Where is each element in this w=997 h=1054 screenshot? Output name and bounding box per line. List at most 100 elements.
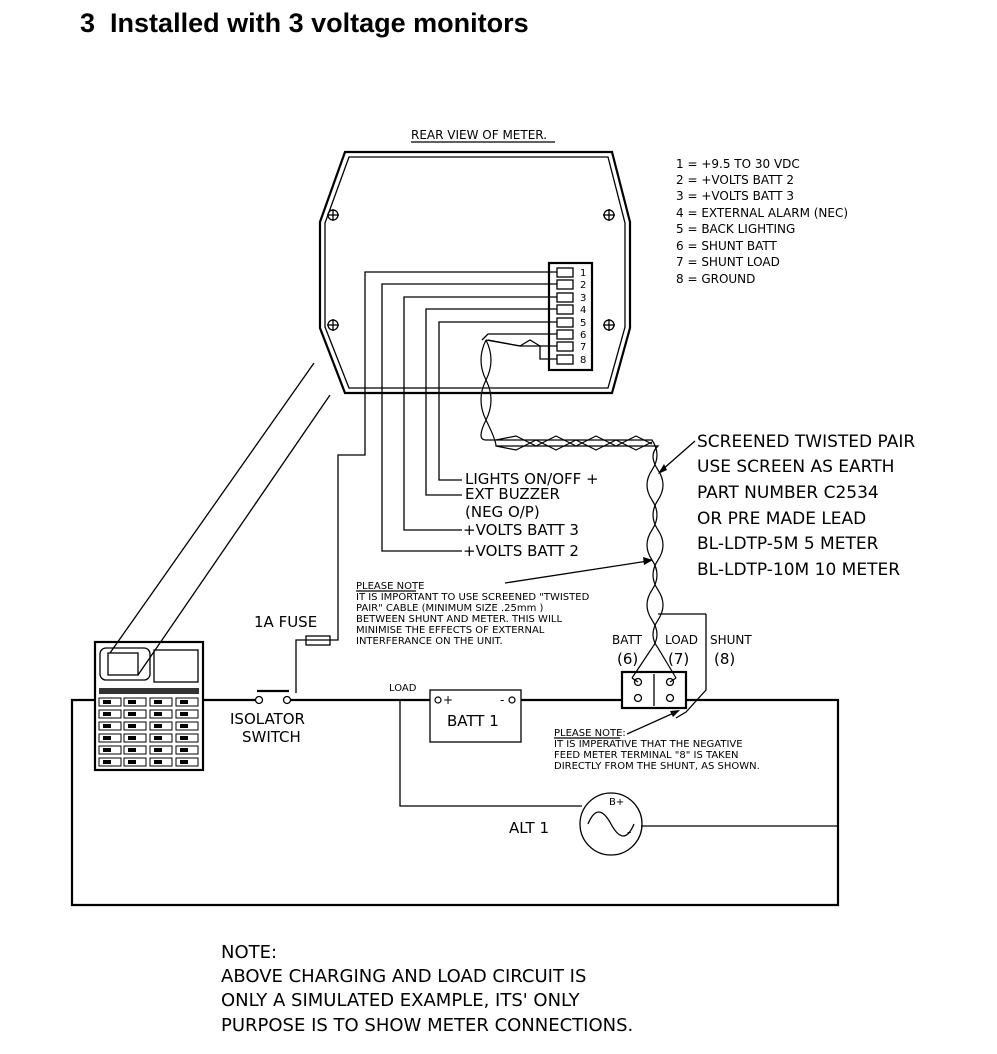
- note-line: BETWEEN SHUNT AND METER. THIS WILL: [356, 614, 562, 625]
- switch-contact: [282, 695, 292, 705]
- note-line: NOTE:: [221, 942, 277, 963]
- panel-switch-rows: [98, 688, 199, 767]
- terminal-screw: [556, 304, 574, 315]
- label-batt3: +VOLTS BATT 3: [463, 521, 579, 539]
- battery-terminal-pos: [434, 696, 442, 704]
- terminal-number: 4: [580, 305, 586, 316]
- wire-terminal-2: [381, 283, 557, 552]
- battery-box: [429, 689, 522, 743]
- legend-line: 2 = +VOLTS BATT 2: [676, 173, 794, 187]
- note-pointer: [626, 711, 677, 735]
- note-line: PURPOSE IS TO SHOW METER CONNECTIONS.: [221, 1015, 633, 1036]
- terminal-legend: 1 = +9.5 TO 30 VDC 2 = +VOLTS BATT 2 3 =…: [676, 157, 848, 286]
- label-buzzer-sub: (NEG O/P): [465, 503, 540, 521]
- twisted-pair-note: SCREENED TWISTED PAIR USE SCREEN AS EART…: [697, 432, 915, 580]
- terminal-screw: [556, 279, 574, 290]
- callout-line: [109, 362, 315, 654]
- label-buzzer: EXT BUZZER: [465, 485, 560, 503]
- note-line: IT IS IMPORTANT TO USE SCREENED "TWISTED: [356, 592, 590, 603]
- label-lights: LIGHTS ON/OFF +: [465, 470, 599, 488]
- legend-line: 6 = SHUNT BATT: [676, 239, 777, 253]
- note-pointer: [504, 560, 649, 584]
- panel-blank: [153, 649, 199, 683]
- note-line: INTERFERANCE ON THE UNIT.: [356, 636, 503, 647]
- legend-line: 8 = GROUND: [676, 272, 755, 286]
- note-line: DIRECTLY FROM THE SHUNT, AS SHOWN.: [554, 761, 760, 772]
- please-note-screened: PLEASE NOTE IT IS IMPORTANT TO USE SCREE…: [356, 581, 590, 647]
- legend-line: 3 = +VOLTS BATT 3: [676, 189, 794, 203]
- main-circuit: [70, 698, 840, 907]
- circuit-loop: [70, 698, 840, 907]
- note-line: IT IS IMPERATIVE THAT THE NEGATIVE: [554, 739, 743, 750]
- bottom-note: NOTE: ABOVE CHARGING AND LOAD CIRCUIT IS…: [221, 942, 633, 1036]
- wire-terminal-4: [425, 308, 557, 496]
- terminal-number: 8: [580, 355, 586, 366]
- shunt-terminal-icon: [633, 677, 643, 687]
- screw-icon: [603, 209, 615, 221]
- alternator-minus: -: [627, 825, 631, 839]
- shunt-load-label: LOAD: [665, 633, 698, 647]
- terminal-number: 7: [580, 342, 586, 353]
- terminal-numbers: 1 2 3 4 5 6 7 8: [580, 268, 586, 366]
- isolator-switch: [254, 689, 292, 705]
- terminal-screw: [556, 267, 574, 278]
- shunt-terminal-icon: [665, 693, 675, 703]
- wire-terminal-1: [295, 271, 557, 693]
- twisted-pair-cable: [480, 339, 658, 679]
- note-line: OR PRE MADE LEAD: [697, 509, 866, 529]
- switch-contact: [254, 695, 264, 705]
- load-label: LOAD: [389, 683, 417, 694]
- battery-neg-sign: -: [500, 693, 504, 707]
- note-line: PLEASE NOTE:: [554, 728, 626, 739]
- note-line: SCREENED TWISTED PAIR: [697, 432, 915, 452]
- isolator-label-1: ISOLATOR: [230, 710, 305, 728]
- shunt-terminals: [633, 674, 675, 706]
- battery-pos-sign: +: [443, 693, 453, 707]
- terminal-screws: [556, 267, 574, 365]
- terminal-number: 5: [580, 318, 586, 329]
- screw-icon: [327, 319, 339, 331]
- arrowhead-icon: [670, 710, 680, 717]
- meter-inner-outline: [324, 156, 626, 389]
- arrowhead-icon: [658, 464, 667, 474]
- terminal-screw: [556, 317, 574, 328]
- note-line: ABOVE CHARGING AND LOAD CIRCUIT IS: [221, 966, 586, 987]
- wire-terminal-8: [539, 346, 557, 360]
- legend-line: 7 = SHUNT LOAD: [676, 255, 780, 269]
- note-line: ONLY A SIMULATED EXAMPLE, ITS' ONLY: [221, 990, 581, 1011]
- callout-line: [137, 394, 331, 676]
- wire-shunt-ground: [675, 614, 707, 719]
- alternator-symbol: [579, 792, 643, 856]
- shunt-load-num: (7): [668, 650, 689, 668]
- shunt-batt-num: (6): [617, 650, 638, 668]
- wire-shunt-load: [669, 677, 677, 683]
- arrowhead-icon: [643, 557, 653, 565]
- terminal-number: 3: [580, 293, 586, 304]
- alternator-sine-icon: [587, 811, 635, 837]
- note-pointer: [661, 440, 696, 471]
- fuse-label: 1A FUSE: [254, 613, 317, 631]
- wire-shunt-batt: [631, 677, 639, 683]
- note-line: FEED METER TERMINAL "8" IS TAKEN: [554, 750, 739, 761]
- legend-line: 5 = BACK LIGHTING: [676, 222, 795, 236]
- legend-line: 1 = +9.5 TO 30 VDC: [676, 157, 800, 171]
- twisted-pair-cable-2: [480, 339, 677, 679]
- section-number: 3: [80, 8, 96, 38]
- wire-terminal-3: [403, 296, 557, 531]
- panel-meter-display: [107, 652, 139, 676]
- shunt-terminal-icon: [633, 693, 643, 703]
- terminal-number: 2: [580, 280, 586, 291]
- terminal-number: 1: [580, 268, 586, 279]
- shunt-shunt-label: SHUNT: [710, 633, 752, 647]
- legend-line: 4 = EXTERNAL ALARM (NEC): [676, 206, 848, 220]
- twisted-pair-braid: [485, 339, 653, 451]
- note-line: PART NUMBER C2534: [697, 483, 879, 503]
- screw-icon: [603, 319, 615, 331]
- terminal-screw: [556, 329, 574, 340]
- meter-mount-screws: [327, 209, 615, 331]
- meter-outline: [318, 150, 632, 395]
- terminal-block: [547, 261, 594, 372]
- shunt-shunt-num: (8): [714, 650, 735, 668]
- alternator-bplus: B+: [609, 797, 624, 808]
